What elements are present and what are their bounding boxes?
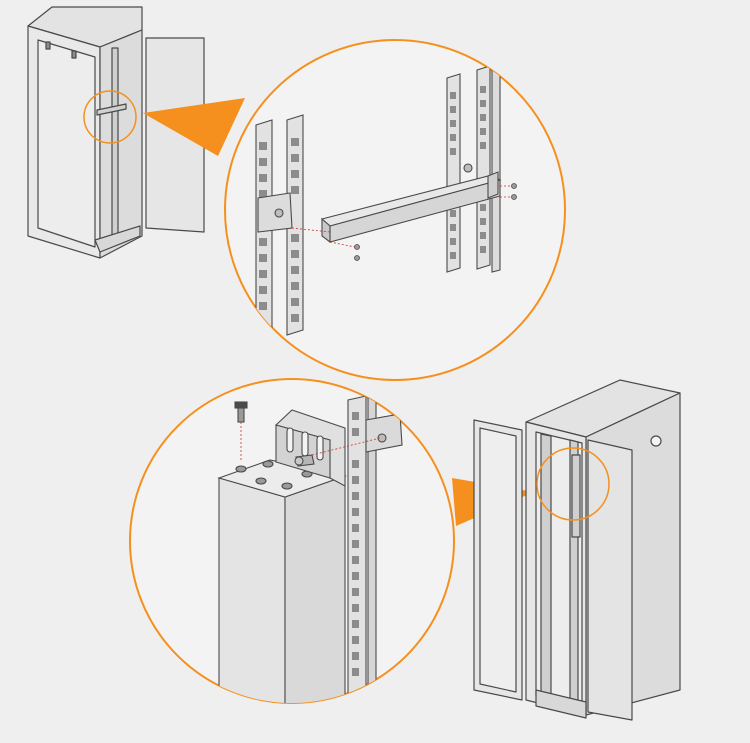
cabinet-bottom-right [473, 379, 681, 721]
highlight-circle-bottom [536, 447, 610, 521]
cabinet-top-left [27, 6, 205, 259]
pointer-wedge-top [143, 98, 245, 156]
detail-top-content [255, 57, 517, 336]
detail-bottom-content [217, 395, 403, 703]
highlight-circle-top [83, 90, 137, 144]
